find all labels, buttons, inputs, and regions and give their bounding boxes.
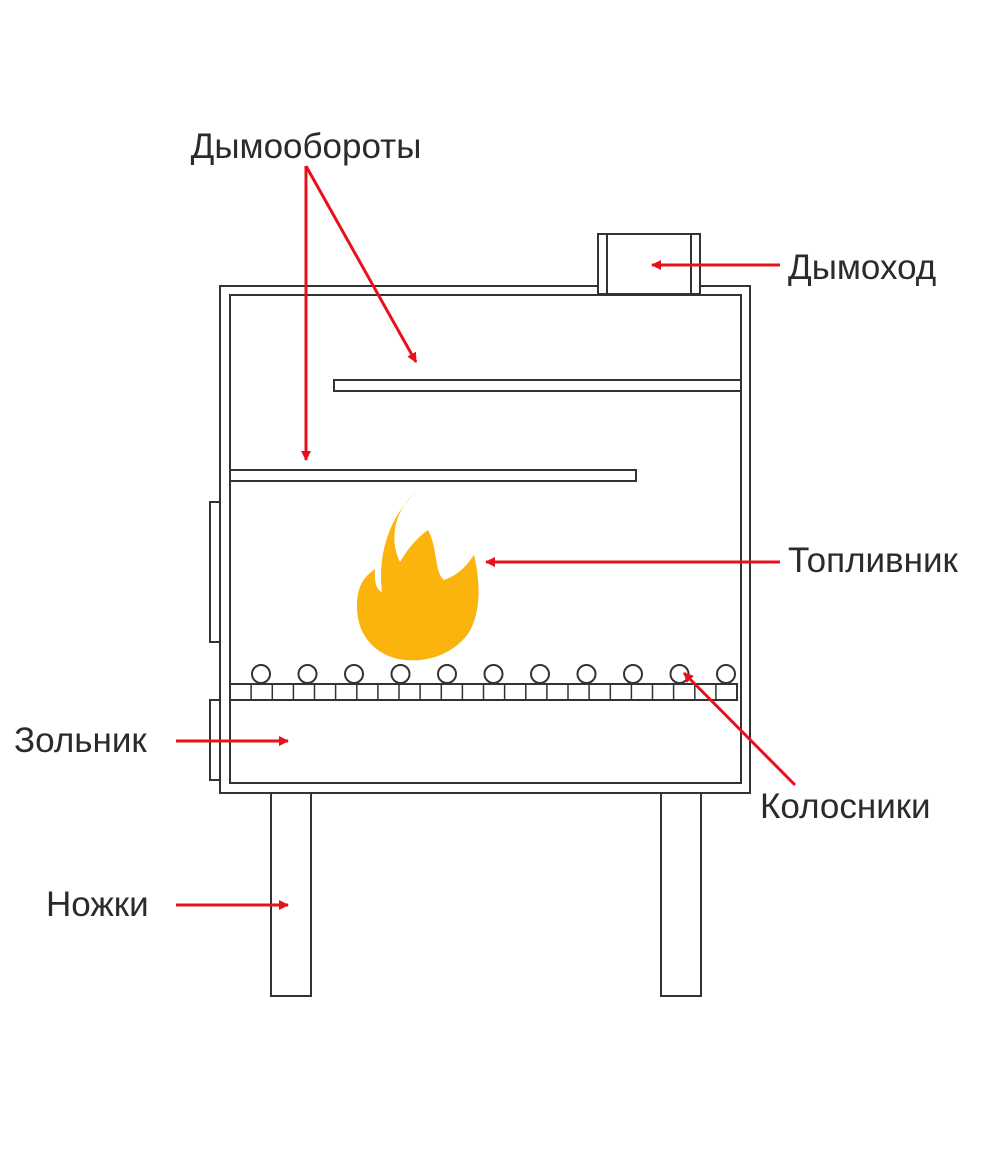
smoke-turns-label: Дымообороты [191, 127, 422, 166]
flame-icon [356, 492, 479, 661]
chimney-label: Дымоход [788, 248, 936, 287]
grate-rod [437, 664, 457, 684]
grate-rod [530, 664, 550, 684]
grates-label: Колосники [760, 787, 931, 826]
grate-rod [623, 664, 643, 684]
lower-baffle [229, 469, 637, 482]
grate-rod [390, 664, 411, 684]
grates-arrow [682, 671, 797, 787]
stove-outer-wall [219, 285, 751, 794]
grate-rod [251, 664, 271, 684]
smoke-turns-arrow-upper [304, 165, 418, 363]
stove-inner-wall [229, 294, 742, 784]
grate-rod [576, 664, 597, 684]
grate-rod [483, 664, 504, 684]
arrows [176, 165, 797, 910]
firebox-door [209, 501, 221, 643]
grate-rod [297, 664, 318, 684]
stove-body [219, 285, 751, 794]
right-leg [660, 792, 702, 997]
upper-baffle [333, 379, 742, 392]
grates [229, 664, 738, 701]
firebox-label: Топливник [788, 541, 959, 580]
ash-pit-label: Зольник [14, 721, 147, 760]
left-leg [270, 792, 312, 997]
legs-label: Ножки [46, 885, 149, 924]
grate-rod [716, 664, 736, 684]
grate-rod [344, 664, 364, 684]
